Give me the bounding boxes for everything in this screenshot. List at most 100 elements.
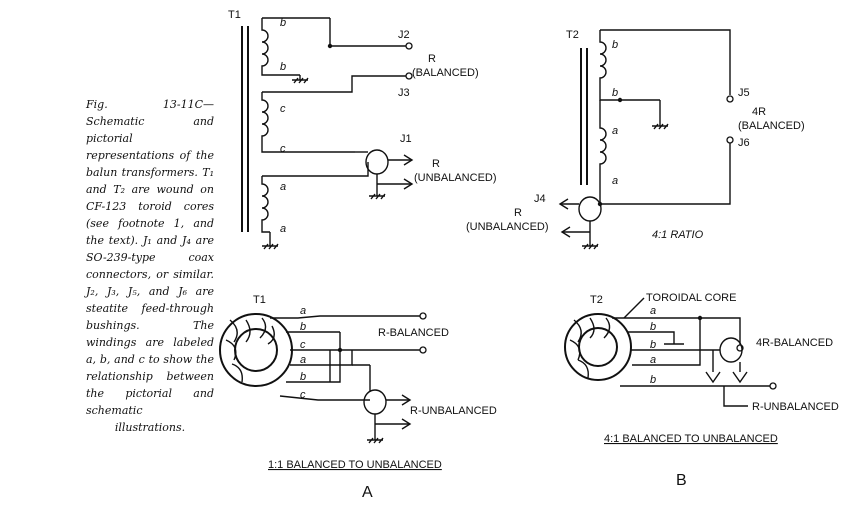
t1-toroid-core: [219, 313, 293, 387]
t2-toroid-core: [564, 313, 632, 381]
j3-terminal: [405, 72, 413, 80]
j5-label: J5: [738, 87, 750, 99]
j4-label: J4: [534, 193, 546, 205]
t1-winding-a: [261, 176, 270, 233]
winding-label-b: b: [650, 321, 656, 333]
unbalanced-label: (UNBALANCED): [466, 221, 549, 233]
winding-label-b: b: [650, 339, 656, 351]
balanced-terminal: [769, 382, 777, 390]
t1-winding-b: [261, 18, 300, 76]
t1-toroid-core: [234, 328, 278, 372]
connector-arrow: [732, 362, 748, 384]
t2-windings: [569, 317, 611, 379]
r4-balanced-label: 4R-BALANCED: [756, 337, 833, 349]
r-unbalanced-label: R: [514, 207, 522, 219]
winding-label-a: a: [650, 354, 656, 366]
wire: [262, 75, 406, 93]
j1-label: J1: [400, 133, 412, 145]
ground-symbol: [369, 193, 386, 200]
figure-b-title: 4:1 BALANCED TO UNBALANCED: [604, 433, 778, 445]
junction-dot: [617, 97, 623, 103]
winding-label-c: c: [300, 339, 306, 351]
schematic-t1: T1 b b J2 R (BALANCED) J3 c c J1: [228, 9, 497, 250]
r-balanced-label: R-BALANCED: [378, 327, 449, 339]
pictorial-t2: T2 TOROIDAL CORE a b b a b 4R-BALANCED R…: [564, 292, 839, 489]
j2-terminal: [405, 42, 413, 50]
unbalanced-label: (UNBALANCED): [414, 172, 497, 184]
connector-arrow: [560, 226, 571, 238]
balanced-terminal: [419, 312, 427, 320]
j3-label: J3: [398, 87, 410, 99]
j6-terminal: [726, 136, 734, 144]
ground-symbol: [582, 243, 599, 250]
t1-c-label: c: [280, 143, 286, 155]
figure-b-letter: B: [676, 472, 687, 489]
connector-arrow: [403, 178, 414, 190]
t2-toroid-core: [578, 327, 618, 367]
t1-a-label: a: [280, 223, 286, 235]
winding-label-b: b: [300, 321, 306, 333]
j4-connector: [578, 196, 602, 222]
wire: [318, 332, 353, 383]
ground-symbol: [652, 100, 669, 130]
t2-b-label: b: [612, 87, 618, 99]
t1-a-label: a: [280, 181, 286, 193]
connector-arrow: [558, 198, 569, 210]
connector-arrow: [705, 350, 721, 384]
t2-pictorial-label: T2: [590, 294, 603, 306]
figure-a-letter: A: [362, 484, 373, 501]
r4-label: 4R: [752, 106, 766, 118]
t1-winding-c: [261, 92, 355, 153]
connector-arrow: [401, 418, 412, 430]
schematic-t2: T2 b b a a J5 4R (BALANCED) J6 J4 R (UNB…: [466, 29, 805, 250]
t1-b-label: b: [280, 61, 286, 73]
t2-schematic-label: T2: [566, 29, 579, 41]
t1-schematic-label: T1: [228, 9, 241, 21]
balanced-terminal: [419, 346, 427, 354]
core-pointer: [623, 297, 645, 319]
ground-symbol: [292, 75, 309, 84]
wire: [612, 317, 741, 345]
winding-label-b: b: [300, 371, 306, 383]
toroidal-core-label: TOROIDAL CORE: [646, 292, 736, 304]
wire: [600, 29, 731, 95]
connector-arrow: [401, 394, 412, 406]
winding-label-b: b: [650, 374, 656, 386]
t2-winding-b: [599, 30, 660, 101]
wire: [262, 162, 369, 177]
balanced-label: (BALANCED): [738, 120, 805, 132]
wire: [270, 315, 420, 319]
r-unbalanced-label: R-UNBALANCED: [410, 405, 497, 417]
ratio-label: 4:1 RATIO: [652, 229, 704, 241]
junction-dot: [327, 43, 333, 49]
r-unbalanced-label: R: [432, 158, 440, 170]
t1-windings: [225, 317, 275, 383]
j5-terminal: [726, 95, 734, 103]
t2-winding-a: [599, 100, 731, 205]
junction-dot: [697, 315, 703, 321]
t1-c-label: c: [280, 103, 286, 115]
wire: [279, 395, 370, 401]
balanced-label: (BALANCED): [412, 67, 479, 79]
t2-a-label: a: [612, 125, 618, 137]
figure-a-title: 1:1 BALANCED TO UNBALANCED: [268, 459, 442, 471]
wire: [723, 386, 748, 407]
figure-caption: Fig. 13-11C—Schematic and pictorial repr…: [86, 96, 214, 436]
pictorial-t1: T1 a b c a b c R-BALANCED R-UNBALANCED 1…: [219, 294, 497, 501]
r-balanced-label: R: [428, 53, 436, 65]
connector-arrow: [403, 154, 414, 166]
wire: [628, 331, 675, 344]
ground-symbol: [367, 437, 384, 444]
j2-label: J2: [398, 29, 410, 41]
j6-label: J6: [738, 137, 750, 149]
winding-label-c: c: [300, 389, 306, 401]
t2-a-label: a: [612, 175, 618, 187]
winding-label-a: a: [650, 305, 656, 317]
t2-b-label: b: [612, 39, 618, 51]
caption-text: Fig. 13-11C—Schematic and pictorial repr…: [86, 98, 214, 434]
junction-dot: [337, 347, 343, 353]
winding-label-a: a: [300, 305, 306, 317]
coax-connector: [719, 337, 743, 363]
winding-label-a: a: [300, 354, 306, 366]
